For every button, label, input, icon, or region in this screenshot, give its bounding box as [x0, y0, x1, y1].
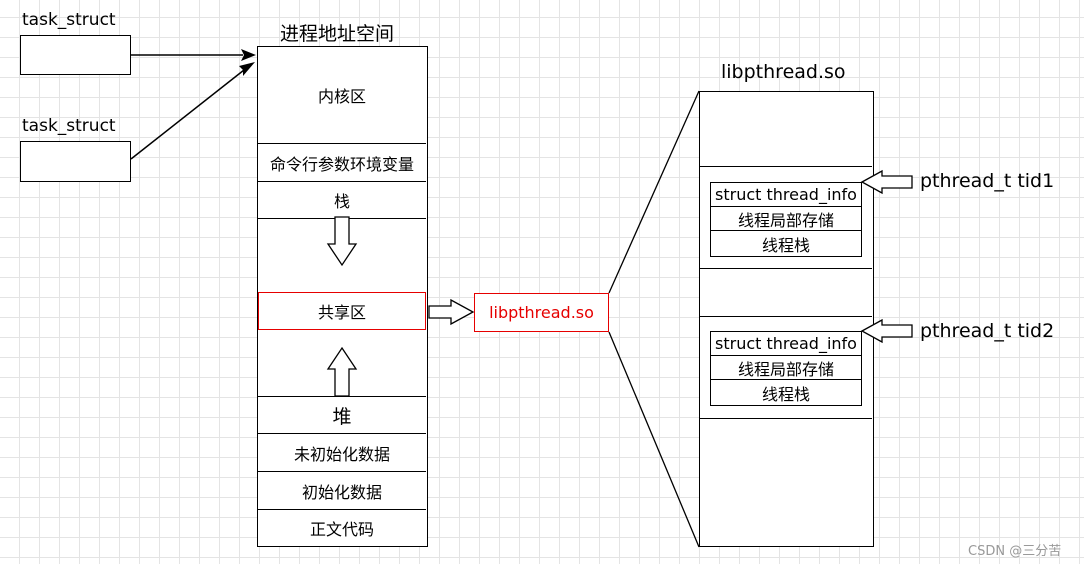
text-region: 正文代码	[309, 520, 374, 539]
thread-info-box-1: struct thread_info 线程局部存储 线程栈	[710, 182, 862, 257]
task-struct-box-1	[20, 35, 131, 75]
thread-region-2	[700, 316, 872, 419]
shared-lib-label: libpthread.so	[489, 303, 594, 322]
thread-region-1	[700, 166, 872, 269]
task-struct-label-2: task_struct	[22, 116, 116, 136]
thread-info-box-2: struct thread_info 线程局部存储 线程栈	[710, 331, 862, 406]
bss-region: 未初始化数据	[258, 434, 426, 472]
shared-to-lib-arrow	[428, 298, 475, 326]
data-region: 初始化数据	[258, 472, 426, 510]
thread-tls-2: 线程局部存储	[711, 356, 861, 380]
heap-grow-arrow	[326, 346, 358, 397]
kernel-region: 内核区	[258, 47, 426, 144]
tid-label-1: pthread_t tid1	[920, 170, 1055, 192]
args-env-region: 命令行参数环境变量	[258, 144, 426, 182]
thread-info-2: struct thread_info	[711, 332, 861, 356]
task-struct-label-1: task_struct	[22, 10, 116, 30]
thread-stack-2: 线程栈	[761, 384, 810, 404]
thread-tls-1: 线程局部存储	[711, 207, 861, 231]
tid1-arrow	[860, 169, 913, 195]
shared-lib-box: libpthread.so	[474, 293, 609, 332]
pointer-arrow-1	[131, 49, 256, 61]
pointer-arrow-2	[130, 62, 255, 160]
tid-label-2: pthread_t tid2	[920, 320, 1055, 342]
lib-detail	[699, 91, 874, 547]
lib-detail-title: libpthread.so	[721, 61, 846, 83]
address-space: 内核区 命令行参数环境变量 栈 共享区 堆 未初始化数据 初始化数据 正文代码	[257, 46, 428, 547]
shared-region: 共享区	[258, 292, 426, 330]
thread-stack-1: 线程栈	[761, 235, 810, 255]
address-space-title: 进程地址空间	[280, 23, 395, 45]
thread-info-1: struct thread_info	[711, 183, 861, 207]
zoom-line-bottom	[608, 331, 700, 548]
tid2-arrow	[860, 318, 913, 344]
stack-grow-arrow	[326, 216, 358, 267]
task-struct-box-2	[20, 141, 131, 182]
watermark: CSDN @三分苦	[968, 544, 1062, 559]
zoom-line-top	[608, 90, 700, 294]
